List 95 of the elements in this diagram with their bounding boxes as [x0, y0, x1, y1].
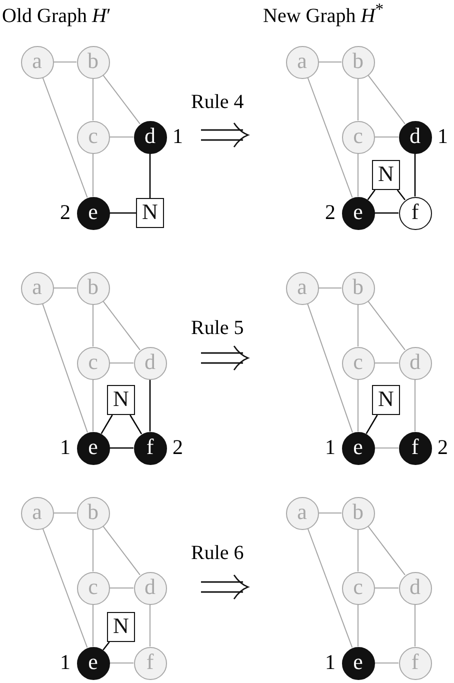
graph-edge	[42, 303, 88, 433]
graph-edge	[92, 529, 94, 572]
graph-edge	[42, 77, 88, 198]
graph-vertex: a	[20, 272, 54, 304]
graph-vertex: f	[398, 646, 432, 680]
graph-vertex: a	[20, 46, 54, 78]
graph-edge	[414, 604, 416, 647]
graph-vertex: b	[342, 496, 374, 530]
graph-edge	[130, 414, 142, 434]
graph-edge	[110, 212, 136, 214]
graph-edge	[396, 190, 406, 200]
graph-edge	[110, 447, 134, 449]
graph-edge	[102, 642, 110, 650]
rule-label: Rule 4	[191, 90, 244, 114]
graph-edge	[92, 153, 94, 197]
graph-vertex: a	[286, 272, 318, 304]
graph-edge	[109, 136, 134, 138]
graph-edge	[92, 304, 94, 347]
graph-vertex: c	[76, 572, 110, 604]
vertex-number: 1	[325, 437, 336, 458]
graph-vertex: f	[134, 646, 166, 680]
graph-edge	[100, 414, 113, 434]
graph-vertex: f	[398, 432, 432, 464]
graph-edge	[102, 526, 140, 576]
graph-edge	[374, 362, 399, 364]
graph-vertex: e	[342, 196, 374, 230]
graph-vertex: d	[134, 572, 166, 604]
graph-vertex: d	[134, 120, 166, 154]
vertex-number: 2	[172, 437, 183, 458]
vertex-number: 1	[60, 652, 70, 673]
graph-vertex: d	[134, 346, 166, 380]
graph-edge	[92, 379, 94, 432]
graph-vertex: e	[342, 432, 374, 464]
graph-vertex: a	[20, 496, 54, 530]
graph-vertex: a	[286, 46, 318, 78]
vertex-number: 1	[60, 437, 70, 458]
graph-vertex: e	[76, 646, 110, 680]
graph-vertex: f	[398, 196, 432, 230]
vertex-number: 2	[60, 202, 70, 223]
column-heading: Old Graph H′	[2, 4, 111, 28]
graph-vertex: c	[76, 120, 110, 154]
graph-edge	[109, 662, 134, 664]
marker-box: N	[136, 198, 164, 228]
graph-vertex: b	[76, 496, 110, 530]
graph-vertex: c	[342, 346, 374, 380]
vertex-number: 1	[325, 652, 336, 673]
graph-edge	[102, 300, 140, 350]
graph-vertex: a	[286, 496, 318, 530]
graph-vertex: c	[342, 572, 374, 604]
graph-edge	[368, 300, 406, 350]
graph-vertex: c	[342, 120, 374, 154]
graph-edge	[92, 604, 94, 647]
vertex-number: 2	[325, 202, 336, 223]
graph-edge	[374, 212, 398, 214]
graph-vertex: b	[342, 46, 374, 78]
graph-vertex: b	[76, 46, 110, 78]
rule-label: Rule 6	[191, 541, 244, 565]
marker-box: N	[107, 612, 135, 642]
graph-edge	[102, 74, 140, 124]
graph-edge	[149, 380, 151, 432]
marker-box: N	[372, 385, 400, 415]
graph-vertex: c	[76, 346, 110, 380]
graph-vertex: e	[76, 196, 110, 230]
graph-edge	[367, 190, 376, 200]
graph-edge	[414, 154, 416, 196]
graph-vertex: e	[342, 646, 374, 680]
vertex-number: 2	[438, 437, 448, 458]
graph-edge	[109, 362, 134, 364]
graph-vertex: d	[398, 572, 432, 604]
graph-vertex: e	[76, 432, 110, 464]
graph-vertex: f	[134, 432, 166, 464]
graph-edge	[374, 662, 399, 664]
graph-vertex: b	[342, 272, 374, 304]
graph-vertex: d	[398, 120, 432, 154]
graph-edge	[374, 136, 399, 138]
graph-vertex: b	[76, 272, 110, 304]
vertex-number: 1	[172, 126, 183, 147]
graph-edge	[149, 154, 151, 198]
column-heading: New Graph H$^{*}$	[263, 4, 384, 28]
marker-box: N	[372, 160, 400, 190]
graph-edge	[368, 74, 406, 124]
graph-edge	[366, 414, 378, 434]
graph-edge	[307, 528, 353, 648]
vertex-number: 1	[438, 126, 448, 147]
graph-vertex: d	[398, 346, 432, 380]
graph-edge	[414, 379, 416, 432]
graph-edge	[307, 77, 353, 198]
marker-box: N	[107, 385, 135, 415]
graph-edge	[53, 512, 77, 514]
graph-edge	[307, 303, 353, 433]
graph-edge	[92, 78, 94, 121]
graph-edge	[42, 528, 88, 648]
graph-edge	[318, 512, 342, 514]
rule-label: Rule 5	[191, 316, 244, 340]
graph-edge	[368, 526, 406, 576]
